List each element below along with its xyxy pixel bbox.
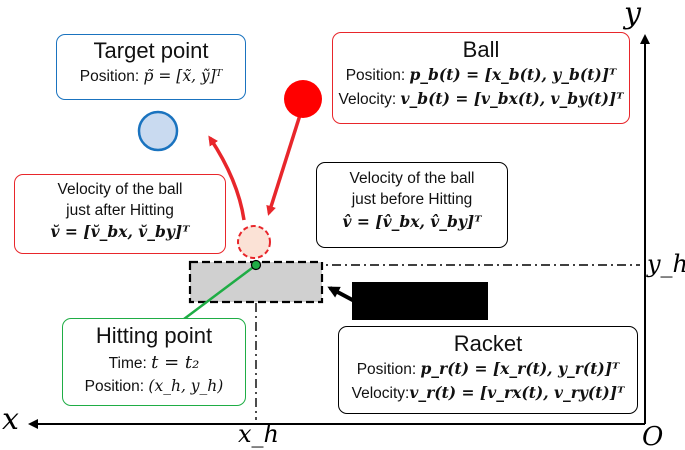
ball-callout: Ball Position: p_b(t) = [x_b(t), y_b(t)]… bbox=[332, 32, 630, 124]
before-hit-callout: Velocity of the ball just before Hitting… bbox=[316, 162, 508, 248]
racket-velocity-line: Velocity:v_r(t) = [v_rx(t), v_ry(t)]ᵀ bbox=[339, 382, 637, 404]
ball-velocity-expr: v_b(t) = [v_bx(t), v_by(t)]ᵀ bbox=[400, 88, 624, 108]
after-hit-line2: just after Hitting bbox=[66, 201, 174, 219]
target-point-title: Target point bbox=[93, 38, 209, 63]
ball-velocity-line: Velocity: v_b(t) = [v_bx(t), v_by(t)]ᵀ bbox=[333, 88, 629, 110]
hitting-position-label: Position: bbox=[84, 377, 149, 395]
ball-position-expr: p_b(t) = [x_b(t), y_b(t)]ᵀ bbox=[409, 65, 617, 85]
before-hit-line2: just before Hitting bbox=[351, 190, 473, 208]
before-hit-line1: Velocity of the ball bbox=[349, 170, 475, 187]
origin-label: O bbox=[642, 422, 664, 450]
racket-position-expr: p_r(t) = [x_r(t), y_r(t)]ᵀ bbox=[420, 359, 620, 379]
hitting-time-expr: t = t₂ bbox=[151, 352, 200, 374]
target-point-shape bbox=[137, 110, 179, 152]
racket-motion-arrow bbox=[327, 286, 361, 306]
ball-at-hit-shape bbox=[237, 225, 271, 259]
racket-shape bbox=[352, 282, 488, 320]
after-hit-callout: Velocity of the ball just after Hitting … bbox=[14, 174, 226, 254]
xh-label: x_h bbox=[238, 420, 279, 448]
racket-callout: Racket Position: p_r(t) = [x_r(t), y_r(t… bbox=[338, 326, 638, 414]
yh-label: y_h bbox=[647, 250, 685, 278]
hitting-point-dot bbox=[250, 259, 262, 271]
ball-velocity-label: Velocity: bbox=[338, 90, 401, 108]
target-position-label: Position: bbox=[79, 68, 144, 86]
hitting-time-label: Time: bbox=[108, 355, 152, 373]
racket-title: Racket bbox=[453, 331, 523, 356]
y-axis-label: y bbox=[624, 0, 641, 31]
outgoing-ball-arrow bbox=[208, 135, 246, 221]
after-hit-line1: Velocity of the ball bbox=[57, 181, 183, 198]
target-position-line: Position: p̃ = [x̃, ỹ]ᵀ bbox=[57, 67, 245, 87]
incoming-ball-arrow bbox=[266, 114, 302, 216]
hitting-point-title: Hitting point bbox=[95, 323, 213, 348]
x-axis-label: x bbox=[2, 402, 19, 437]
racket-position-label: Position: bbox=[356, 361, 421, 379]
racket-position-line: Position: p_r(t) = [x_r(t), y_r(t)]ᵀ bbox=[339, 360, 637, 380]
target-point-callout: Target point Position: p̃ = [x̃, ỹ]ᵀ bbox=[56, 34, 246, 100]
ball-shape bbox=[284, 80, 322, 118]
before-hit-expr: v̂ = [v̂_bx, v̂_by]ᵀ bbox=[342, 212, 482, 232]
hitting-time-line: Time: t = t₂ bbox=[63, 352, 245, 374]
ball-position-label: Position: bbox=[345, 67, 410, 85]
hitting-position-expr: (x_h, y_h) bbox=[148, 376, 224, 395]
ball-title: Ball bbox=[462, 37, 500, 62]
hitting-point-callout: Hitting point Time: t = t₂ Position: (x_… bbox=[62, 318, 246, 406]
hitting-point-connector bbox=[179, 264, 257, 323]
hitting-position-line: Position: (x_h, y_h) bbox=[63, 377, 245, 397]
racket-velocity-expr: v_r(t) = [v_rx(t), v_ry(t)]ᵀ bbox=[409, 382, 625, 402]
ball-position-line: Position: p_b(t) = [x_b(t), y_b(t)]ᵀ bbox=[333, 66, 629, 86]
target-position-expr: p̃ = [x̃, ỹ]ᵀ bbox=[143, 67, 223, 86]
racket-velocity-label: Velocity: bbox=[351, 384, 410, 402]
after-hit-expr: v̆ = [v̆_bx, v̆_by]ᵀ bbox=[50, 222, 190, 242]
